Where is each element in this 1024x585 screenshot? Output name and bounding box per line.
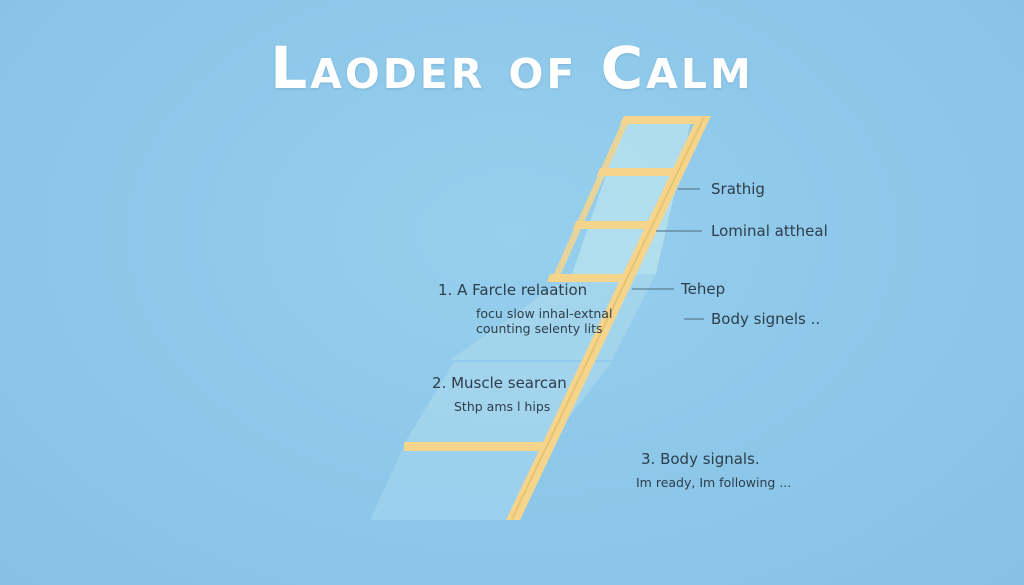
ladder-rung-1 <box>597 168 680 176</box>
step-1-subline-1: focu slow inhal-extnal <box>476 306 613 321</box>
ladder-panel-1 <box>572 117 692 274</box>
ladder-rung-2 <box>573 221 656 229</box>
side-label-2: Lominal attheal <box>711 222 828 240</box>
step-3-heading: 3. Body signals. <box>641 450 760 468</box>
ladder-rung-bottom <box>404 442 550 451</box>
step-1-title: A Farcle relaation <box>457 281 588 299</box>
step-3-title: Body signals. <box>660 450 760 468</box>
step-2-heading: 2. Muscle searcan <box>432 374 567 392</box>
step-2-title: Muscle searcan <box>451 374 567 392</box>
ladder-panel-4 <box>370 446 548 520</box>
step-3-subline-1: Im ready, Im following ... <box>636 475 792 490</box>
step-3-number: 3. <box>641 450 656 468</box>
ladder-rung-top <box>620 116 710 124</box>
step-2-number: 2. <box>432 374 447 392</box>
ladder-left-rail <box>553 117 631 276</box>
side-label-3: Tehep <box>681 280 726 298</box>
step-1-heading: 1. A Farcle relaation <box>438 281 587 299</box>
step-1-number: 1. <box>438 281 453 299</box>
step-1-subline-2: counting selenty lits <box>476 321 603 336</box>
side-label-4: Body signels .. <box>711 310 821 328</box>
ladder-rung-3 <box>547 274 634 282</box>
ladder-main-rail-edge <box>511 116 705 520</box>
step-2-subline-1: Sthp ams l hips <box>454 399 551 414</box>
side-label-1: Srathig <box>711 180 765 198</box>
diagram-title: Laoder of Calm <box>270 34 754 102</box>
